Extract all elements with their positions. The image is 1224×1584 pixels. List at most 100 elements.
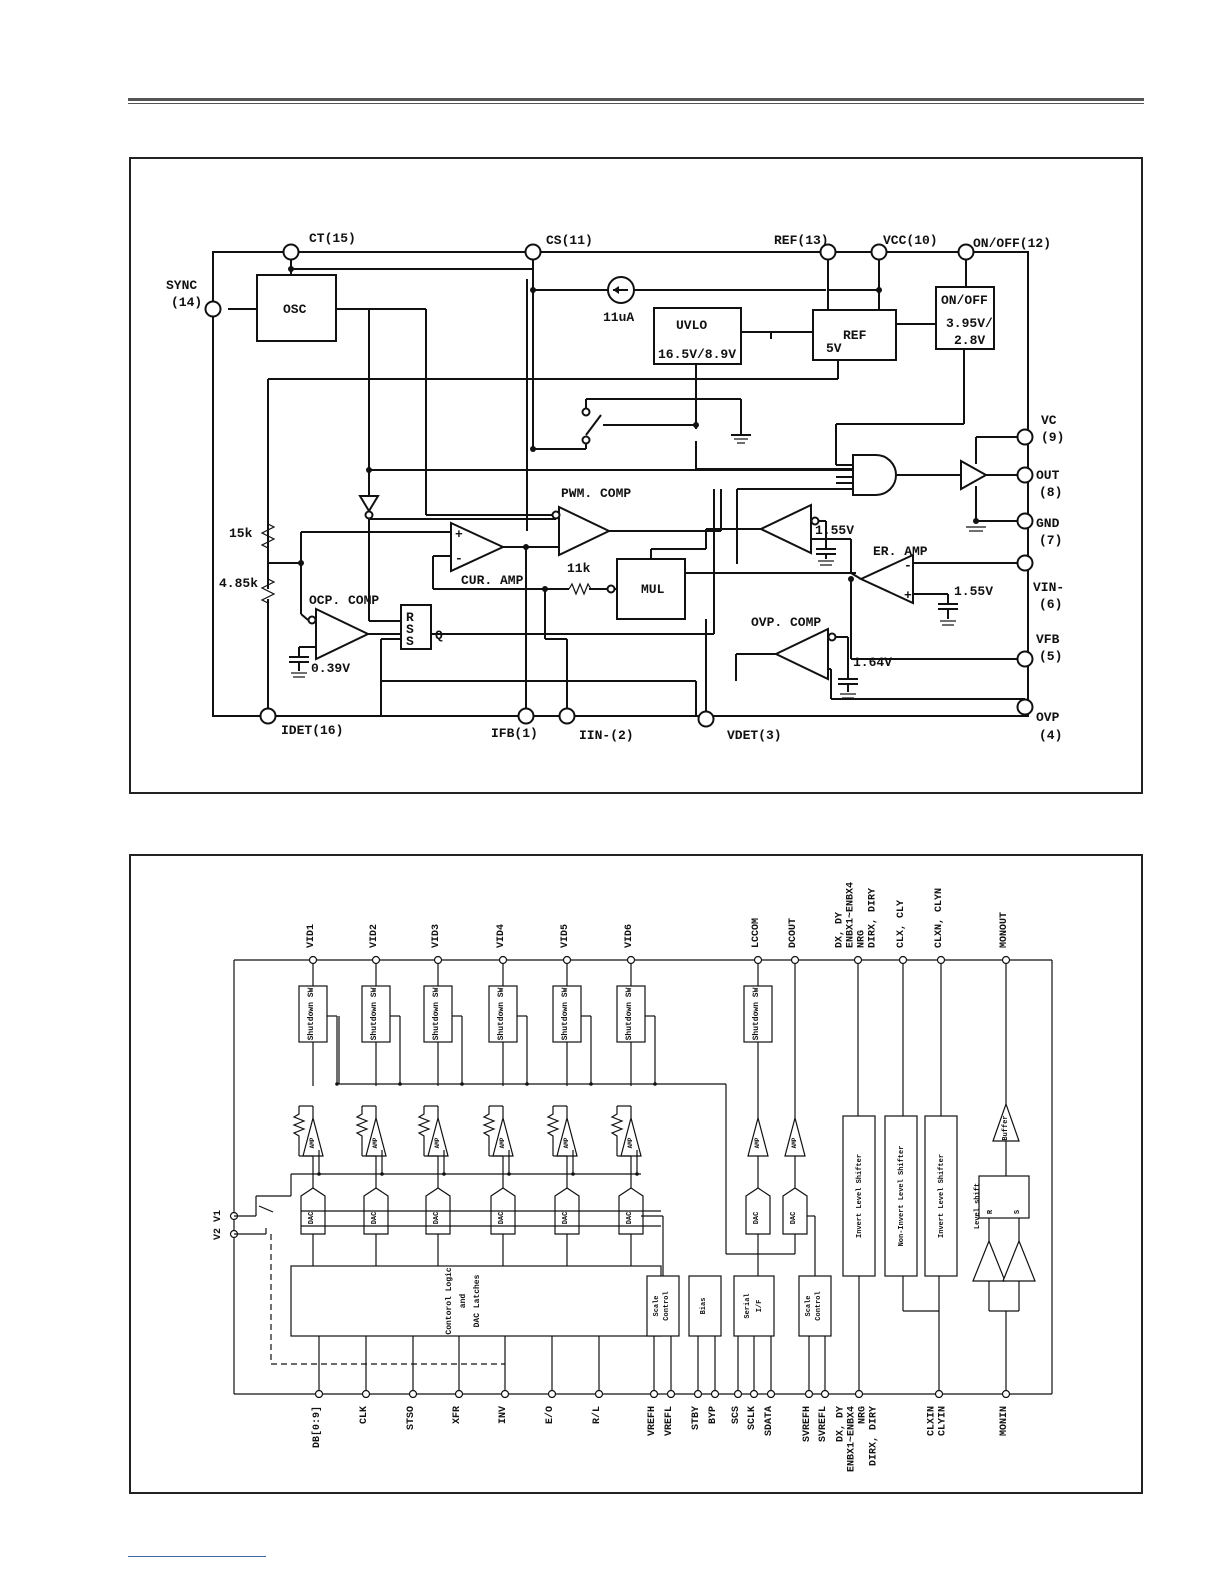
top-pin-3 xyxy=(498,955,508,965)
label-vin: VIN- xyxy=(1033,580,1064,595)
ff-s2: S xyxy=(406,634,414,649)
label-ct: CT(15) xyxy=(309,231,356,246)
top-pin-8 xyxy=(853,955,863,965)
bottom-pin-7 xyxy=(649,1389,659,1399)
ovp-comp-label: OVP. COMP xyxy=(751,615,821,630)
latch-r: R xyxy=(987,1209,995,1214)
shutdown-switch-4 xyxy=(488,985,518,1043)
pin-ovp xyxy=(1016,698,1034,716)
dac-label: DAC xyxy=(371,1212,379,1225)
level-shifter-label: Invert Level Shifter xyxy=(938,1154,946,1238)
pin-ifb xyxy=(517,707,535,725)
top-pin-label: DCOUT xyxy=(788,918,799,948)
non-invert-level-shifter xyxy=(884,1115,918,1277)
pin-idet xyxy=(259,707,277,725)
top-pin-label: LCCOM xyxy=(751,918,762,948)
er-amp-plus: + xyxy=(904,588,912,603)
pin-vin xyxy=(1016,554,1034,572)
r11k-label: 11k xyxy=(567,561,591,576)
feedback-resistor xyxy=(546,1106,560,1144)
shutdown-label: Shutdown SW xyxy=(432,987,441,1040)
bias-label: Bias xyxy=(700,1298,708,1315)
pin-iin xyxy=(558,707,576,725)
shutdown-label: Shutdown SW xyxy=(497,987,506,1040)
bottom-pin-6 xyxy=(594,1389,604,1399)
shutdown-switch-1 xyxy=(298,985,328,1043)
label-ref: REF(13) xyxy=(774,233,829,248)
bottom-pin-13 xyxy=(766,1389,776,1399)
top-pin-label: MONOUT xyxy=(999,912,1010,948)
latch-s: S xyxy=(1014,1210,1022,1214)
bottom-pin-label: NRG xyxy=(858,1406,869,1424)
top-pin-label: VID3 xyxy=(431,924,442,948)
junction-dot xyxy=(335,1082,339,1086)
amp-label: AMP xyxy=(627,1137,634,1148)
bottom-pin-label: VREFL xyxy=(664,1406,675,1436)
dac-lccom xyxy=(745,1187,771,1235)
label-vin-num: (6) xyxy=(1039,597,1062,612)
bottom-pin-5 xyxy=(547,1389,557,1399)
label-vfb: VFB xyxy=(1036,632,1060,647)
switch-arm xyxy=(258,1205,274,1213)
pin-vdet xyxy=(697,710,715,728)
label-vcc: VCC(10) xyxy=(883,233,938,248)
cur-amp-minus: - xyxy=(455,551,463,566)
r485k-label: 4.85k xyxy=(219,576,258,591)
label-vfb-num: (5) xyxy=(1039,649,1062,664)
amp-label: AMP xyxy=(372,1137,379,1148)
buffer-label: Buffer xyxy=(1002,1115,1010,1140)
scale-label: Control xyxy=(815,1291,823,1320)
top-pin-label: VID2 xyxy=(369,924,380,948)
serial-label: Serial xyxy=(744,1293,752,1318)
onoff-voltage-1: 3.95V/ xyxy=(946,316,993,331)
amp-label: AMP xyxy=(309,1137,316,1148)
bottom-pin-16 xyxy=(854,1389,864,1399)
amp-1 xyxy=(302,1115,324,1157)
schmitt-1 xyxy=(972,1239,1006,1282)
onoff-block xyxy=(935,286,995,350)
scale-control-2 xyxy=(798,1275,832,1337)
bottom-pin-9 xyxy=(693,1389,703,1399)
bottom-pin-label: CLXIN xyxy=(927,1406,938,1436)
shutdown-label: Shutdown SW xyxy=(625,987,634,1040)
dac-label: DAC xyxy=(790,1212,798,1225)
pin-vc xyxy=(1016,428,1034,446)
top-pin-1 xyxy=(371,955,381,965)
uvlo-block xyxy=(653,307,742,365)
label-gnd-num: (7) xyxy=(1039,533,1062,548)
junction-dot xyxy=(635,1172,639,1176)
multiplier-block xyxy=(616,558,686,620)
top-pin-label: VID4 xyxy=(496,924,507,948)
amp-label: AMP xyxy=(434,1137,441,1148)
amp-label: AMP xyxy=(791,1137,798,1148)
bottom-pin-label: DX, DY xyxy=(836,1406,847,1442)
er-amp-label: ER. AMP xyxy=(873,544,928,559)
label-idet: IDET(16) xyxy=(281,723,343,738)
bottom-pin-18 xyxy=(1001,1389,1011,1399)
label-iin: IIN-(2) xyxy=(579,728,634,743)
top-pin-9 xyxy=(898,955,908,965)
top-pin-4 xyxy=(562,955,572,965)
label-sync: SYNC xyxy=(166,278,197,293)
bottom-pin-4 xyxy=(500,1389,510,1399)
junction-dot xyxy=(571,1172,575,1176)
mul-label: MUL xyxy=(641,582,665,597)
shutdown-switch-2 xyxy=(361,985,391,1043)
onoff-label: ON/OFF xyxy=(941,293,988,308)
bottom-pin-label: CLYIN xyxy=(938,1406,949,1436)
v155a-label: 1.55V xyxy=(815,523,854,538)
bottom-pin-label: BYP xyxy=(708,1406,719,1424)
top-pin-label: CLXN, CLYN xyxy=(934,888,945,948)
label-out: OUT xyxy=(1036,468,1060,483)
footer-link-rule xyxy=(128,1556,266,1557)
reference-block xyxy=(812,309,897,361)
top-pin-5 xyxy=(626,955,636,965)
chip-outline xyxy=(212,251,1029,717)
top-pin-6 xyxy=(753,955,763,965)
bottom-pin-label: SVREFH xyxy=(802,1406,813,1442)
bottom-pin-label: MONIN xyxy=(999,1406,1010,1436)
current-amplifier xyxy=(450,521,506,573)
top-pin-label: VID1 xyxy=(306,924,317,948)
junction-dot xyxy=(442,1172,446,1176)
top-pin-label: ENBX1~ENBX4 xyxy=(846,882,857,948)
